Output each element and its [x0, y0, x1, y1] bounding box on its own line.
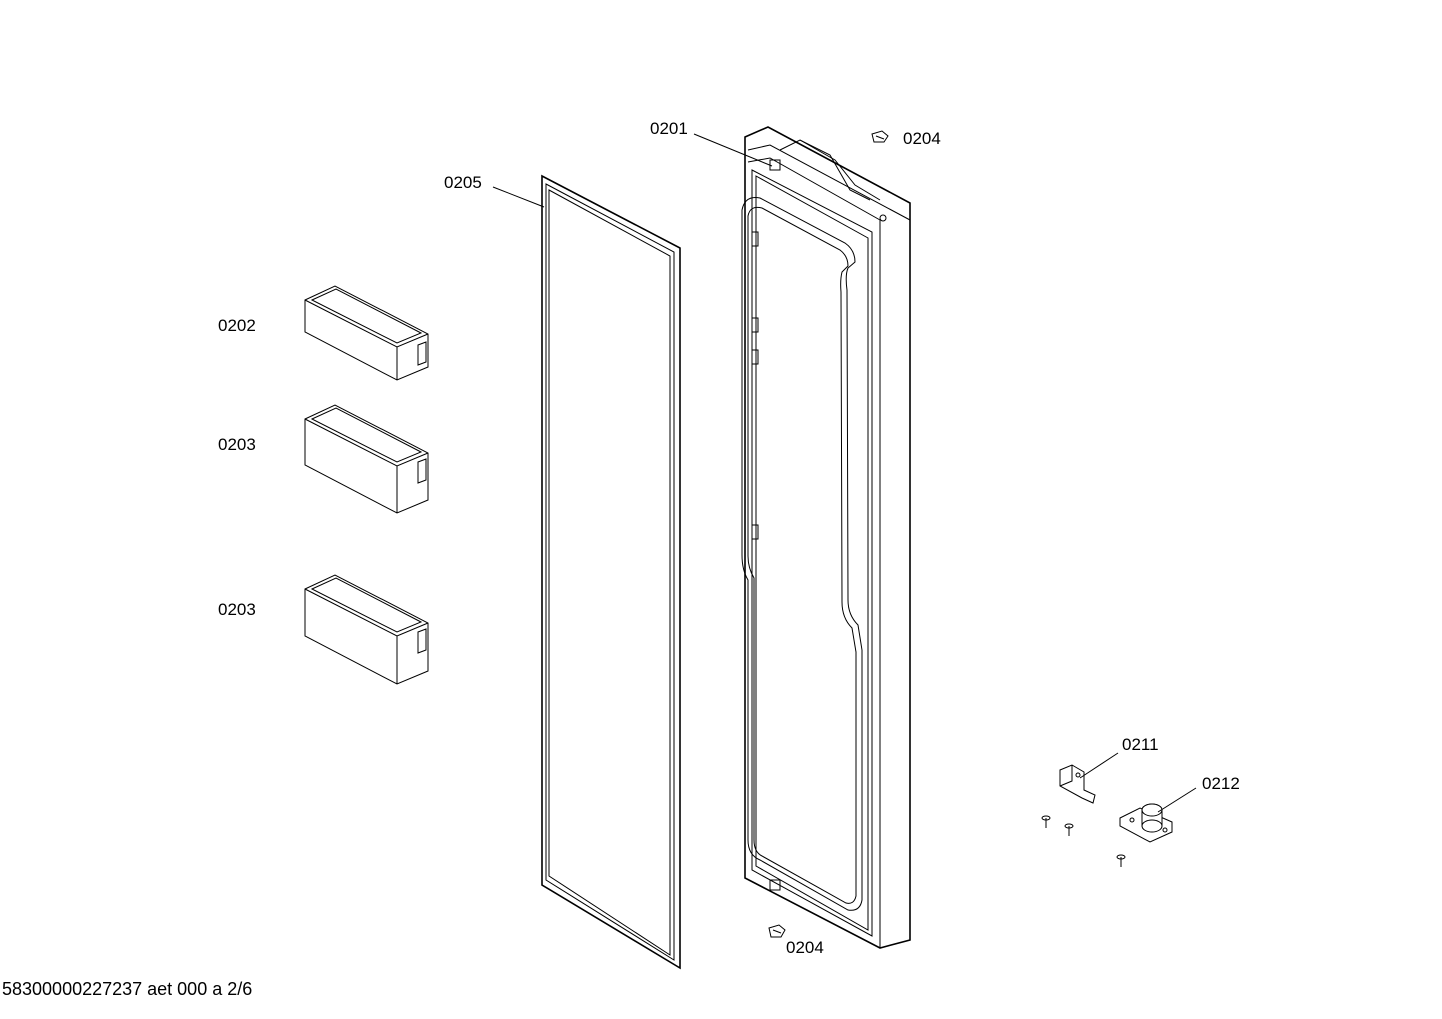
label-0203-a: 0203 [218, 435, 256, 454]
label-0205: 0205 [444, 173, 482, 192]
bracket-0211 [1059, 764, 1096, 804]
label-0202: 0202 [218, 316, 256, 335]
leader-lines [492, 133, 1197, 813]
label-0204-bottom: 0204 [786, 938, 824, 957]
document-reference: 58300000227237 aet 000 a 2/6 [2, 979, 253, 999]
door-bin-0203-lower [304, 574, 429, 685]
hinge-bushing-0212 [1119, 803, 1173, 843]
screw-2 [1064, 823, 1074, 836]
label-0203-b: 0203 [218, 600, 256, 619]
screw-1 [1041, 815, 1051, 828]
label-0212: 0212 [1202, 774, 1240, 793]
label-0211: 0211 [1122, 735, 1159, 754]
label-0201: 0201 [650, 119, 688, 138]
hinge-cap-top [871, 130, 889, 143]
label-0204-top: 0204 [903, 129, 941, 148]
door-bin-0203-upper [304, 404, 429, 514]
door-gasket [541, 174, 681, 970]
door-bin-0202 [304, 285, 429, 381]
door-panel [741, 126, 911, 949]
hinge-cap-bottom [768, 924, 786, 938]
screw-3 [1116, 854, 1126, 867]
